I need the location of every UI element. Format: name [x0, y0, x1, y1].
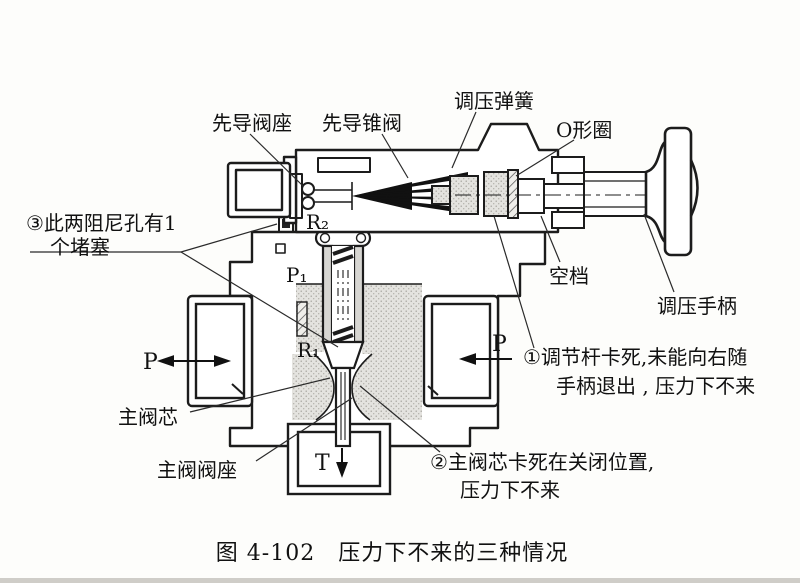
- vent-notch: [275, 243, 286, 254]
- adjusting-screw: [431, 156, 660, 229]
- label-port-p-left: P: [143, 350, 158, 375]
- label-port-r1: R₁: [297, 338, 320, 362]
- leader-o-ring: [515, 139, 575, 177]
- seat-bracket: [317, 157, 371, 173]
- spool-stem: [334, 366, 352, 448]
- leader-handle: [643, 213, 675, 293]
- label-port-r2: R₂: [306, 210, 329, 234]
- leader-lines: [30, 111, 675, 462]
- label-main-valve-seat: 主阀阀座: [157, 458, 237, 482]
- seat-land-lower: [301, 196, 315, 210]
- label-pressure-handle: 调压手柄: [657, 294, 737, 318]
- label-note1-line1: ①调节杆卡死,未能向右随: [523, 345, 747, 369]
- scan-edge: [0, 578, 800, 583]
- spacer-block: [517, 178, 545, 214]
- leader-pilot-seat: [249, 133, 304, 187]
- spring-centerlines: [337, 270, 349, 322]
- hex-plug-inner: [234, 168, 284, 212]
- leader-note3-upper: [180, 223, 278, 253]
- label-pilot-valve-seat: 先导阀座: [212, 111, 292, 135]
- spring-coil-4: [332, 333, 354, 344]
- knob-ball-bulge: [689, 159, 699, 217]
- screw-stub: [431, 185, 451, 205]
- label-neutral-gap: 空档: [549, 264, 589, 288]
- rod-neck: [543, 183, 585, 209]
- left-port-outer: [186, 294, 254, 408]
- spring-coil-3: [332, 325, 354, 336]
- label-port-t: T: [315, 451, 330, 476]
- venturi-edge-right: [351, 353, 373, 421]
- label-pilot-cone-valve: 先导锥阀: [322, 111, 402, 135]
- knob-disc: [663, 126, 693, 257]
- handle-rod: [583, 171, 647, 217]
- p-right-arrowhead: [458, 353, 476, 365]
- venturi-edge-left: [313, 353, 335, 421]
- main-spool-assembly: [314, 228, 372, 448]
- label-main-spool: 主阀芯: [118, 405, 178, 429]
- seat-land-upper: [301, 182, 315, 196]
- spring-coil-1: [332, 245, 354, 256]
- label-pressure-spring: 调压弹簧: [454, 89, 534, 113]
- section-right-upper: [362, 284, 422, 354]
- left-port-shade-tick: [231, 383, 244, 395]
- right-port-outer: [422, 294, 500, 408]
- leader-note3-lower: [180, 251, 339, 348]
- o-ring-strip: [507, 169, 519, 219]
- leader-pilot-cone: [381, 133, 409, 179]
- leader-neutral-gap: [540, 215, 561, 263]
- leader-note2: [359, 385, 441, 453]
- p-left-arrowhead-left: [156, 355, 174, 367]
- label-o-ring: O形圈: [556, 118, 612, 142]
- p-left-arrowhead-right: [214, 355, 232, 367]
- right-port-shade-tick: [427, 385, 439, 396]
- orifice-lower: [296, 301, 308, 337]
- lock-nut-bottom: [551, 211, 585, 229]
- text-labels: 先导阀座 先导锥阀 调压弹簧 O形圈 ③此两阻尼孔有1 个堵塞 空档 调压手柄 …: [26, 89, 755, 566]
- fan-ray-1: [352, 172, 468, 196]
- label-note1-line2: 手柄退出 , 压力下不来: [556, 374, 755, 398]
- spool-taper: [321, 340, 365, 370]
- left-port-inner: [194, 302, 246, 400]
- label-note3-line1: ③此两阻尼孔有1: [26, 211, 177, 235]
- screw-block-2: [483, 171, 509, 217]
- label-note2-line2: 压力下不来: [460, 478, 560, 502]
- flange-pin-right: [355, 232, 367, 244]
- label-port-p-right: P: [492, 332, 507, 357]
- handle-knob: [644, 126, 699, 257]
- leader-main-spool: [189, 377, 331, 413]
- spring-guide-right: [352, 244, 365, 344]
- right-port-inner: [430, 302, 492, 400]
- spring-guide-left: [321, 244, 334, 344]
- leader-main-seat: [255, 397, 353, 462]
- fan-ray-4: [352, 196, 468, 214]
- leader-spring: [451, 111, 477, 169]
- label-port-p1: P₁: [286, 263, 307, 287]
- label-note2-line1: ②主阀芯卡死在关闭位置,: [430, 450, 654, 474]
- flow-arrows: [156, 353, 512, 478]
- port-flanges: [186, 294, 500, 408]
- leader-note1: [493, 215, 535, 349]
- pilot-seat-holder: [289, 173, 303, 219]
- spring-coil-2: [332, 254, 354, 265]
- lock-nut-top: [551, 156, 585, 174]
- t-arrowhead: [336, 462, 348, 478]
- flange-pin-left: [319, 232, 331, 244]
- label-note3-line2: 个堵塞: [50, 235, 110, 259]
- figure-caption: 图 4-102 压力下不来的三种情况: [216, 541, 568, 566]
